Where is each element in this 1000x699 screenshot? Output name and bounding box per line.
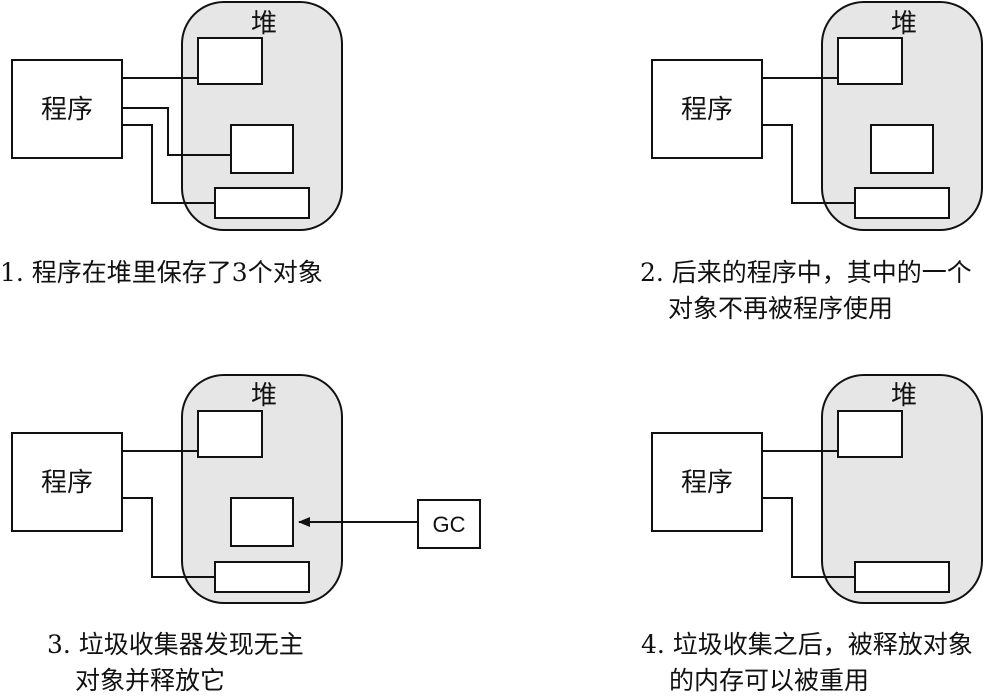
heap-object [214,561,310,593]
heap-object [837,410,903,458]
program-label: 程序 [681,468,733,498]
caption-line: 的内存可以被重用 [669,666,870,695]
heap-label: 堆 [891,381,917,411]
heap-object [197,37,263,85]
caption-panel-1: 1. 程序在堆里保存了3个对象 [0,255,323,291]
program-box [11,59,123,159]
heap-object [214,187,310,219]
caption-line: 4. 垃圾收集之后，被释放对象 [641,630,973,659]
heap-label: 堆 [251,9,277,39]
heap-object [230,124,294,174]
panel-1: 堆 程序 [11,1,343,231]
caption-line: 1. 程序在堆里保存了3个对象 [0,258,323,287]
reference-line [122,107,231,156]
caption-line: 3. 垃圾收集器发现无主 [47,630,304,659]
caption-line: 2. 后来的程序中，其中的一个 [640,258,972,287]
heap-object [837,37,903,85]
reference-line [122,124,215,204]
caption-panel-4: 4. 垃圾收集之后，被释放对象 的内存可以被重用 [641,627,973,699]
caption-line: 对象并释放它 [75,666,226,695]
reference-line [122,497,215,578]
heap-object [197,410,263,458]
caption-line: 对象不再被程序使用 [668,294,894,323]
program-label: 程序 [41,95,93,125]
program-box [11,432,123,532]
panel-3: 堆 程序 GC [11,374,481,604]
program-box [651,59,763,159]
heap-label: 堆 [891,9,917,39]
heap-object-unreferenced [870,124,934,174]
panel-2: 堆 程序 [651,1,983,231]
program-label: 程序 [41,468,93,498]
caption-panel-2: 2. 后来的程序中，其中的一个 对象不再被程序使用 [640,255,972,327]
gc-box [417,499,481,549]
heap-object [854,561,950,593]
program-label: 程序 [681,95,733,125]
program-box [651,432,763,532]
reference-line [762,497,855,578]
panel-4: 堆 程序 [651,374,983,604]
reference-line [762,124,855,204]
gc-label: GC [433,512,466,537]
heap-object [854,187,950,219]
heap-object-unreferenced [230,497,294,547]
heap-label: 堆 [251,381,277,411]
caption-panel-3: 3. 垃圾收集器发现无主 对象并释放它 [47,627,304,699]
